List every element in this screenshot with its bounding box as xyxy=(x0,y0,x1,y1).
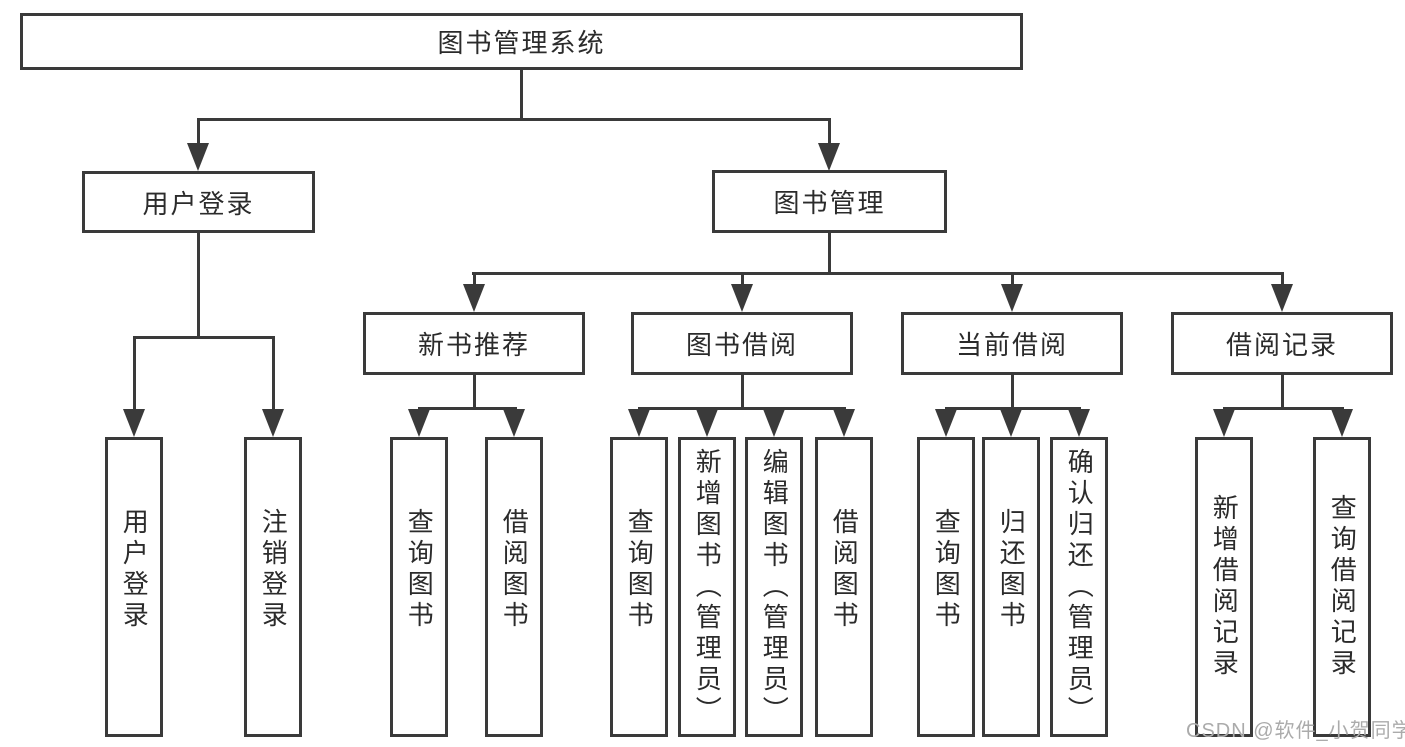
leaf-label: 新增图书（管理员） xyxy=(692,447,723,727)
connector-new-book-stem xyxy=(473,272,476,286)
leaf-cb-query-book: 查询图书 xyxy=(917,437,975,737)
connector-book-borrow-down xyxy=(741,375,744,410)
arrow-down-user-login xyxy=(187,143,209,171)
leaf-label: 新增借阅记录 xyxy=(1209,494,1240,680)
leaf-nb-query-book: 查询图书 xyxy=(390,437,448,737)
leaf-label: 注销登录 xyxy=(258,508,289,632)
connector-leaf-logout-stem xyxy=(272,336,275,410)
node-user-login: 用户登录 xyxy=(82,171,315,233)
leaf-br-add-record: 新增借阅记录 xyxy=(1195,437,1253,737)
connector-current-borrow-down xyxy=(1011,375,1014,410)
leaf-cb-confirm-return-admin: 确认归还（管理员） xyxy=(1050,437,1108,737)
connector-leaf-login-stem xyxy=(133,336,136,410)
node-book-management: 图书管理 xyxy=(712,170,947,233)
arrow-down-bb-query xyxy=(628,409,650,437)
leaf-logout: 注销登录 xyxy=(244,437,302,737)
arrow-down-bb-edit xyxy=(763,409,785,437)
leaf-label: 归还图书 xyxy=(996,508,1027,632)
connector-book-borrow-bus xyxy=(638,407,846,410)
arrow-down-bb-add xyxy=(696,409,718,437)
connector-borrow-record-bus xyxy=(1223,407,1344,410)
leaf-label: 查询图书 xyxy=(931,508,962,632)
leaf-label: 借阅图书 xyxy=(829,508,860,632)
connector-level2-bus xyxy=(472,272,1284,275)
arrow-down-br-query xyxy=(1331,409,1353,437)
arrow-down-cb-return xyxy=(1000,409,1022,437)
leaf-user-login: 用户登录 xyxy=(105,437,163,737)
arrow-down-cb-confirm xyxy=(1068,409,1090,437)
node-new-book-recommend: 新书推荐 xyxy=(363,312,585,375)
arrow-down-new-book xyxy=(463,284,485,312)
arrow-down-book-mgmt xyxy=(818,143,840,171)
connector-user-login-down xyxy=(197,233,200,336)
connector-book-mgmt-down xyxy=(828,233,831,272)
connector-borrow-record-stem xyxy=(1281,272,1284,286)
leaf-label: 查询图书 xyxy=(404,508,435,632)
leaf-label: 编辑图书（管理员） xyxy=(759,447,790,727)
connector-borrow-record-down xyxy=(1281,375,1284,410)
leaf-label: 借阅图书 xyxy=(499,508,530,632)
leaf-bb-add-book-admin: 新增图书（管理员） xyxy=(678,437,736,737)
arrow-down-bb-borrow xyxy=(833,409,855,437)
arrow-down-nb-borrow xyxy=(503,409,525,437)
leaf-nb-borrow-book: 借阅图书 xyxy=(485,437,543,737)
connector-new-book-down xyxy=(473,375,476,410)
arrow-down-br-add xyxy=(1213,409,1235,437)
connector-current-borrow-bus xyxy=(945,407,1081,410)
leaf-label: 确认归还（管理员） xyxy=(1064,447,1095,727)
leaf-bb-query-book: 查询图书 xyxy=(610,437,668,737)
node-root: 图书管理系统 xyxy=(20,13,1023,70)
connector-new-book-bus xyxy=(418,407,517,410)
connector-book-borrow-stem xyxy=(741,272,744,286)
arrow-down-current-borrow xyxy=(1001,284,1023,312)
node-book-borrow: 图书借阅 xyxy=(631,312,853,375)
connector-root-stem xyxy=(520,70,523,118)
connector-user-login-bus xyxy=(133,336,274,339)
leaf-label: 查询图书 xyxy=(624,508,655,632)
leaf-bb-edit-book-admin: 编辑图书（管理员） xyxy=(745,437,803,737)
connector-book-mgmt-stem xyxy=(828,118,831,144)
node-current-borrow: 当前借阅 xyxy=(901,312,1123,375)
arrow-down-nb-query xyxy=(408,409,430,437)
arrow-down-borrow-record xyxy=(1271,284,1293,312)
leaf-label: 查询借阅记录 xyxy=(1327,494,1358,680)
watermark: CSDN @软件_小贺同学 xyxy=(1186,720,1405,742)
connector-current-borrow-stem xyxy=(1011,272,1014,286)
leaf-br-query-record: 查询借阅记录 xyxy=(1313,437,1371,737)
node-borrow-record: 借阅记录 xyxy=(1171,312,1393,375)
arrow-down-book-borrow xyxy=(731,284,753,312)
leaf-label: 用户登录 xyxy=(119,508,150,632)
connector-user-login-stem xyxy=(197,118,200,144)
leaf-cb-return-book: 归还图书 xyxy=(982,437,1040,737)
arrow-down-leaf-login xyxy=(123,409,145,437)
connector-level1-bus xyxy=(197,118,830,121)
arrow-down-cb-query xyxy=(935,409,957,437)
leaf-bb-borrow-book: 借阅图书 xyxy=(815,437,873,737)
arrow-down-leaf-logout xyxy=(262,409,284,437)
